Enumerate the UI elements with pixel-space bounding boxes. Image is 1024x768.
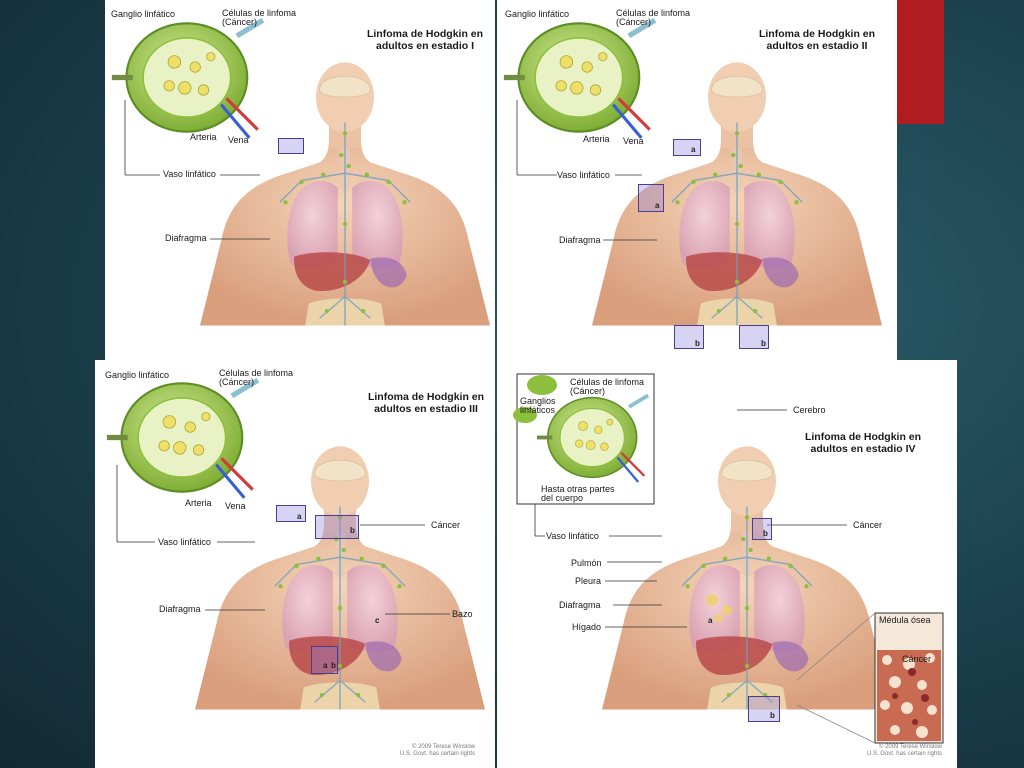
- label-diaphragm: Diafragma: [165, 233, 207, 243]
- label-vein: Vena: [225, 501, 246, 511]
- tag-a: a: [708, 616, 713, 625]
- tumor-box-b-chest: [752, 518, 772, 540]
- label-lymph-vessel: Vaso linfático: [163, 169, 216, 179]
- tumor-box: [278, 138, 304, 154]
- tag-c: c: [375, 616, 380, 625]
- tag-a: a: [691, 145, 696, 154]
- label-brain: Cerebro: [793, 405, 826, 415]
- stage-3-panel: Ganglio linfático Células de linfoma (Cá…: [95, 360, 495, 768]
- label-bone-marrow: Médula ósea: [879, 615, 931, 625]
- label-cancer-paren: (Cáncer): [616, 17, 652, 27]
- tumor-box-ab-abdomen: [311, 646, 338, 674]
- label-lymphoma-cells: Células de linfoma: [570, 377, 645, 387]
- label-lymphoma-cells: Células de linfoma: [616, 8, 691, 18]
- label-vein: Vena: [623, 136, 644, 146]
- label-lymph-nodes: Ganglios: [520, 396, 556, 406]
- stage-1-panel: Ganglio linfático Células de linfoma (Cá…: [105, 0, 495, 360]
- stage-3-illustration: [95, 360, 485, 711]
- label-diaphragm: Diafragma: [559, 600, 601, 610]
- tumor-box-a-axilla: [638, 184, 664, 212]
- tumor-box-b-groin: [748, 696, 780, 722]
- tag-a: a: [655, 201, 660, 210]
- stage-1-illustration: [105, 0, 490, 327]
- label-elsewhere: Hasta otras partes: [541, 484, 615, 494]
- label-artery: Arteria: [583, 134, 610, 144]
- label-lymph-node: Ganglio linfático: [505, 9, 570, 19]
- stage-4-illustration: [513, 373, 944, 744]
- tumor-box-a-neck: [276, 505, 306, 522]
- tumor-box-a-neck: [673, 139, 701, 156]
- label-pleura: Pleura: [575, 576, 602, 586]
- label-lymphoma-cells: Células de linfoma: [219, 368, 294, 378]
- label-diaphragm: Diafragma: [559, 235, 601, 245]
- label-marrow-cancer: Cáncer: [902, 654, 932, 664]
- label-artery: Arteria: [190, 132, 217, 142]
- label-lymph-node: Ganglio linfático: [111, 9, 176, 19]
- tumor-box-b-chest: [315, 515, 359, 539]
- accent-bar: [897, 0, 944, 124]
- tumor-box-b-groin-left: [674, 325, 704, 349]
- label-lymph-vessel: Vaso linfático: [546, 531, 599, 541]
- label-cancer: Cáncer: [853, 520, 883, 530]
- label-lymphoma-cells: Células de linfoma: [222, 8, 297, 18]
- tag-b: b: [761, 339, 766, 348]
- label-lymph-vessel: Vaso linfático: [557, 170, 610, 180]
- label-lymph-nodes-2: linfáticos: [520, 405, 556, 415]
- tag-b: b: [770, 711, 775, 720]
- tag-a: a: [323, 661, 328, 670]
- label-spleen: Bazo: [452, 609, 473, 619]
- label-cancer-paren: (Cáncer): [219, 377, 255, 387]
- stage-2-panel: Ganglio linfático Células de linfoma (Cá…: [497, 0, 897, 360]
- tag-b: b: [695, 339, 700, 348]
- tag-b: b: [350, 526, 355, 535]
- tag-a: a: [297, 512, 302, 521]
- label-elsewhere-2: del cuerpo: [541, 493, 584, 503]
- stage-4-panel: Células de linfoma (Cáncer) Ganglios lin…: [497, 360, 957, 768]
- label-liver: Hígado: [572, 622, 602, 632]
- label-lymph-vessel: Vaso linfático: [158, 537, 211, 547]
- label-lymph-node: Ganglio linfático: [105, 370, 170, 380]
- label-cancer-paren: (Cáncer): [570, 386, 606, 396]
- label-cancer-paren: (Cáncer): [222, 17, 258, 27]
- label-vein: Vena: [228, 135, 249, 145]
- stage-2-illustration: [497, 0, 882, 327]
- tag-b: b: [763, 529, 768, 538]
- tag-b: b: [331, 661, 336, 670]
- label-lung: Pulmón: [571, 558, 602, 568]
- tumor-box-b-groin-right: [739, 325, 769, 349]
- label-diaphragm: Diafragma: [159, 604, 201, 614]
- label-cancer: Cáncer: [431, 520, 461, 530]
- label-artery: Arteria: [185, 498, 212, 508]
